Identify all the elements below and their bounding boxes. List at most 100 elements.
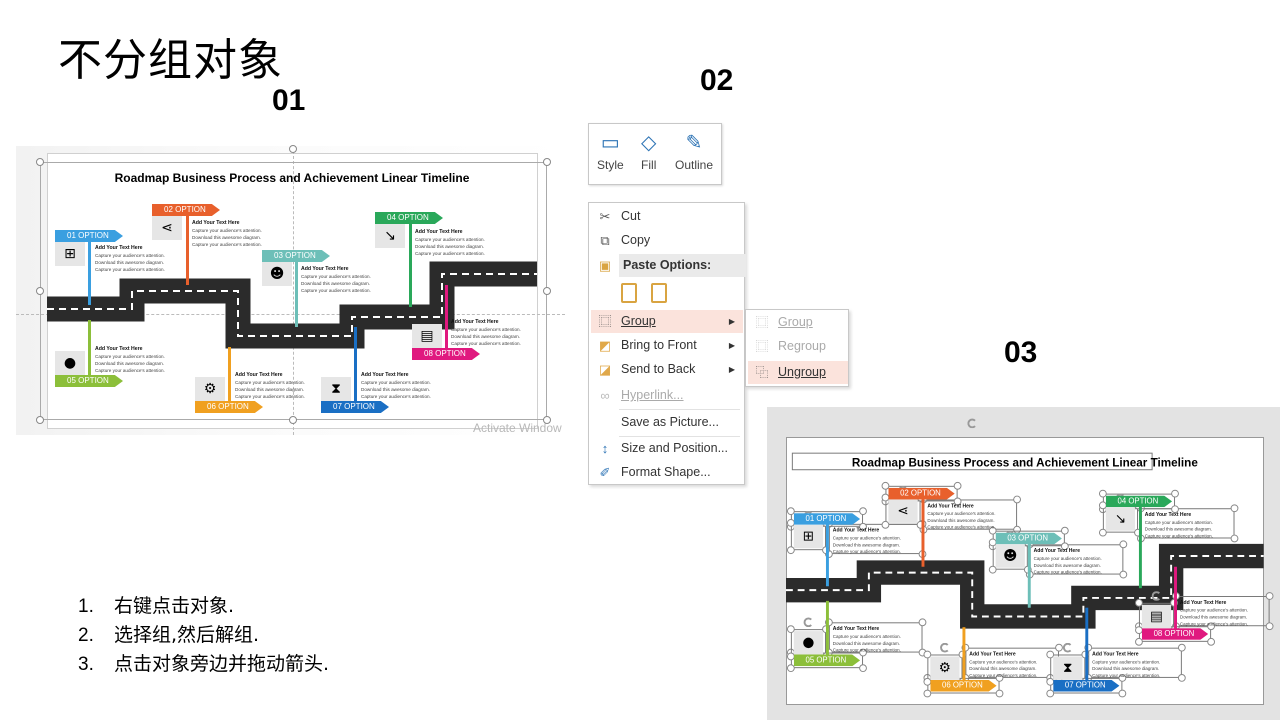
resize-handle[interactable] — [786, 625, 795, 634]
resize-handle[interactable] — [1118, 689, 1127, 698]
resize-handle[interactable] — [786, 664, 795, 673]
option-label[interactable]: 02 OPTION — [888, 487, 955, 500]
resize-handle[interactable] — [1135, 598, 1143, 607]
resize-handle[interactable] — [1207, 622, 1215, 631]
resize-handle[interactable] — [995, 674, 1004, 682]
style-button[interactable]: ▭Style — [597, 130, 624, 172]
resize-handle[interactable] — [1135, 637, 1143, 646]
option-label[interactable]: 06 OPTION — [930, 679, 997, 692]
resize-handle[interactable] — [988, 526, 997, 535]
option-label[interactable]: 08 OPTION — [1141, 628, 1209, 640]
resize-handle[interactable] — [543, 416, 551, 424]
option-label[interactable]: 03 OPTION — [262, 250, 330, 262]
roadmap-diagram-ungrouped[interactable]: Roadmap Business Process and Achievement… — [786, 418, 1274, 706]
object-selection-box[interactable] — [828, 622, 923, 653]
resize-handle[interactable] — [1119, 540, 1128, 549]
resize-handle[interactable] — [881, 520, 890, 529]
resize-handle[interactable] — [1060, 542, 1069, 551]
option-label[interactable]: 05 OPTION — [793, 654, 861, 667]
submenu-item-group[interactable]: ⿴Group — [748, 311, 848, 334]
object-selection-box[interactable] — [1088, 647, 1182, 678]
resize-handle[interactable] — [289, 416, 297, 424]
rotate-handle-icon[interactable] — [940, 642, 950, 653]
option-label[interactable]: 04 OPTION — [1105, 495, 1173, 508]
paste-as-picture-icon[interactable] — [651, 283, 667, 303]
resize-handle[interactable] — [1265, 622, 1274, 631]
title-selection-box[interactable] — [791, 452, 1153, 471]
menu-item-bring-to-front[interactable]: ◩Bring to Front▶ — [591, 334, 743, 357]
resize-handle[interactable] — [881, 481, 890, 490]
resize-handle[interactable] — [1171, 489, 1179, 498]
resize-handle[interactable] — [988, 565, 997, 574]
resize-handle[interactable] — [1119, 570, 1128, 579]
resize-handle[interactable] — [953, 497, 962, 506]
resize-handle[interactable] — [36, 287, 44, 295]
menu-item-format-shape[interactable]: ✐Format Shape... — [591, 461, 743, 484]
option-label[interactable]: 05 OPTION — [55, 375, 123, 387]
resize-handle[interactable] — [1098, 489, 1107, 498]
menu-item-save-as-picture[interactable]: Save as Picture... — [591, 411, 743, 434]
resize-handle[interactable] — [918, 618, 927, 627]
resize-handle[interactable] — [1171, 505, 1179, 514]
resize-handle[interactable] — [786, 546, 795, 555]
resize-handle[interactable] — [1170, 598, 1178, 607]
resize-handle[interactable] — [543, 287, 551, 295]
resize-handle[interactable] — [1230, 504, 1239, 513]
resize-handle[interactable] — [995, 689, 1004, 698]
resize-handle[interactable] — [859, 664, 867, 673]
menu-item-size-and-position[interactable]: ↕Size and Position... — [591, 437, 743, 460]
submenu-item-regroup[interactable]: ⿴Regroup — [748, 335, 848, 358]
rotate-handle-icon[interactable] — [967, 418, 978, 429]
resize-handle[interactable] — [953, 481, 962, 490]
option-label[interactable]: 08 OPTION — [412, 348, 480, 360]
resize-handle[interactable] — [1046, 650, 1055, 659]
resize-handle[interactable] — [1207, 637, 1215, 646]
menu-item-group[interactable]: ⿴Group▶ — [591, 310, 743, 333]
resize-handle[interactable] — [1177, 643, 1186, 652]
menu-item-hyperlink[interactable]: ∞Hyperlink... — [591, 384, 743, 407]
option-label[interactable]: 03 OPTION — [995, 532, 1062, 545]
rotate-handle-icon[interactable] — [1062, 642, 1073, 653]
paste-keep-source-icon[interactable] — [621, 283, 637, 303]
fill-button[interactable]: ◇Fill — [641, 130, 656, 172]
resize-handle[interactable] — [1265, 592, 1274, 600]
option-label[interactable]: 02 OPTION — [152, 204, 220, 216]
resize-handle[interactable] — [1060, 526, 1069, 535]
resize-handle[interactable] — [923, 650, 932, 659]
resize-handle[interactable] — [543, 158, 551, 166]
resize-handle[interactable] — [1055, 643, 1063, 652]
resize-handle[interactable] — [859, 522, 867, 531]
option-label[interactable]: 07 OPTION — [321, 401, 389, 413]
resize-handle[interactable] — [1177, 674, 1186, 682]
option-label[interactable]: 01 OPTION — [793, 513, 861, 525]
outline-button[interactable]: ✎Outline — [675, 130, 713, 172]
resize-handle[interactable] — [1230, 534, 1239, 543]
submenu-item-ungroup[interactable]: ⿻Ungroup — [748, 361, 848, 384]
resize-handle[interactable] — [1046, 689, 1055, 698]
resize-handle[interactable] — [786, 507, 795, 516]
option-label[interactable]: 07 OPTION — [1053, 679, 1120, 692]
menu-item-copy[interactable]: ⧉Copy — [591, 229, 743, 252]
resize-handle[interactable] — [36, 158, 44, 166]
resize-handle[interactable] — [923, 689, 932, 698]
option-label[interactable]: 01 OPTION — [55, 230, 123, 242]
resize-handle[interactable] — [1118, 674, 1127, 682]
menu-item-send-to-back[interactable]: ◪Send to Back▶ — [591, 358, 743, 381]
rotate-handle[interactable] — [289, 145, 297, 153]
resize-handle[interactable] — [859, 648, 867, 657]
